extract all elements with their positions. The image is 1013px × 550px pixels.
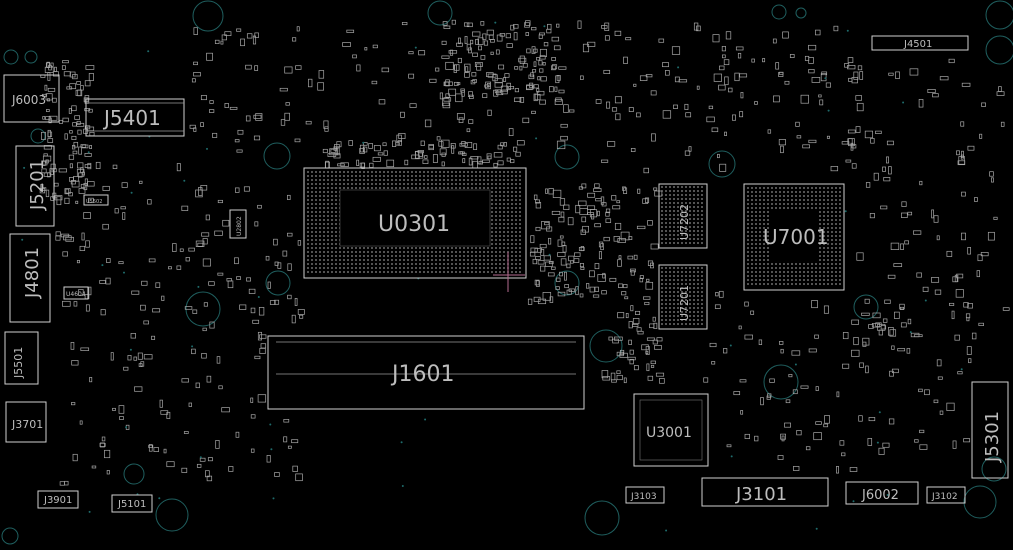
label-j1601: J1601	[390, 362, 454, 387]
label-j4501: J4501	[903, 39, 932, 50]
connector-j4801[interactable]: J4801	[9, 233, 51, 323]
label-j5501: J5501	[12, 347, 25, 379]
chip-u7201[interactable]: U7201	[658, 264, 708, 330]
bga-pad-grid	[661, 186, 703, 244]
connector-j1601[interactable]: J1601	[267, 335, 585, 410]
connector-j6003[interactable]: J6003	[3, 74, 60, 123]
bga-pad-grid	[661, 267, 703, 325]
connector-j5501[interactable]: J5501	[4, 331, 39, 385]
label-u0301: U0301	[378, 212, 450, 237]
label-j4801: J4801	[22, 247, 43, 299]
label-j5201: J5201	[27, 159, 48, 211]
connector-j5201[interactable]: J5201	[15, 145, 55, 227]
connector-j3102[interactable]: J3102	[926, 486, 966, 504]
label-u7001: U7001	[763, 225, 829, 249]
label-j3701: J3701	[11, 418, 43, 431]
label-u4604: U4604	[66, 291, 86, 298]
passive-components	[21, 19, 1010, 532]
connector-j6002[interactable]: J6002	[845, 481, 919, 505]
connector-j3701[interactable]: J3701	[5, 401, 47, 443]
chip-u2802[interactable]: U2802	[229, 209, 247, 239]
label-j6003: J6003	[11, 93, 46, 107]
label-j5401: J5401	[102, 106, 161, 130]
connector-j3101[interactable]: J3101	[701, 477, 829, 507]
chip-u4604[interactable]: U4604	[63, 286, 89, 300]
connector-j3901[interactable]: J3901	[37, 490, 79, 509]
connector-j4501[interactable]: J4501	[871, 35, 969, 51]
chip-u7202[interactable]: U7202	[658, 183, 708, 249]
chip-u5502[interactable]: U5502	[83, 194, 109, 206]
label-j5101: J5101	[117, 499, 146, 510]
connector-j5101[interactable]: J5101	[111, 494, 153, 513]
bga-pad-grid	[307, 171, 521, 273]
label-u7201: U7201	[678, 285, 691, 321]
chip-u7001[interactable]: U7001	[743, 183, 845, 291]
label-u7202: U7202	[678, 204, 691, 240]
chip-u0301[interactable]: U0301	[303, 167, 527, 292]
connector-j5301[interactable]: J5301	[971, 381, 1009, 479]
label-u3001: U3001	[646, 425, 692, 441]
label-j3101: J3101	[735, 484, 787, 505]
label-j3102: J3102	[931, 492, 958, 502]
label-j3901: J3901	[43, 495, 72, 506]
label-u2802: U2802	[236, 216, 243, 236]
label-j3103: J3103	[630, 492, 657, 502]
label-j6002: J6002	[861, 488, 899, 503]
bga-pad-grid	[747, 187, 841, 285]
connector-j3103[interactable]: J3103	[625, 486, 665, 504]
chip-u3001[interactable]: U3001	[633, 393, 709, 467]
label-u5502: U5502	[86, 199, 102, 205]
label-j5301: J5301	[982, 411, 1003, 463]
connector-j5401[interactable]: J5401	[85, 98, 185, 137]
